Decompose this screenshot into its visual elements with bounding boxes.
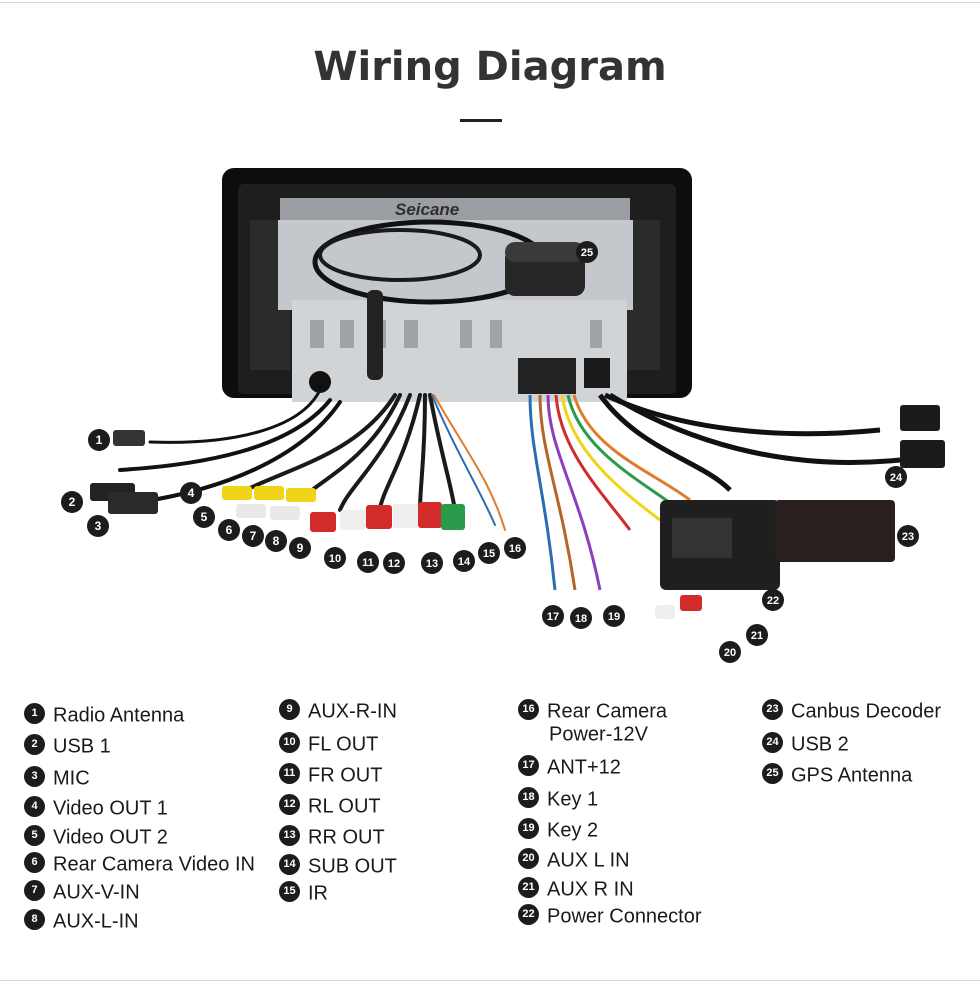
wiring-illustration: Seicane [61, 168, 945, 663]
callouts: 1 2 3 4 5 6 7 8 9 10 11 12 13 14 15 16 1… [61, 241, 919, 663]
left-connectors [90, 430, 465, 532]
svg-text:24: 24 [890, 472, 903, 484]
top-divider [0, 2, 980, 3]
svg-text:8: 8 [273, 534, 280, 548]
svg-text:18: 18 [575, 613, 587, 625]
svg-text:10: 10 [329, 553, 341, 565]
svg-text:7: 7 [250, 529, 257, 543]
svg-text:6: 6 [226, 523, 233, 537]
title-underline [460, 119, 502, 122]
svg-text:22: 22 [767, 595, 779, 607]
head-unit: Seicane [222, 168, 692, 402]
svg-text:12: 12 [388, 558, 400, 570]
svg-text:9: 9 [297, 541, 304, 555]
svg-text:3: 3 [95, 519, 102, 533]
svg-text:1: 1 [96, 433, 103, 447]
page-title: Wiring Diagram [313, 44, 667, 90]
svg-text:25: 25 [581, 247, 593, 259]
svg-text:19: 19 [608, 611, 620, 623]
svg-text:16: 16 [509, 543, 521, 555]
legend-item-continuation: Power-12V [549, 723, 648, 746]
svg-text:17: 17 [547, 611, 559, 623]
svg-text:14: 14 [458, 556, 471, 568]
svg-text:13: 13 [426, 558, 438, 570]
svg-text:4: 4 [188, 486, 195, 500]
svg-text:2: 2 [69, 495, 76, 509]
bottom-divider [0, 980, 980, 981]
usb2-plug [900, 405, 945, 468]
svg-text:21: 21 [751, 630, 763, 642]
power-connector [655, 500, 780, 619]
brand-logo: Seicane [395, 200, 459, 219]
svg-text:23: 23 [902, 531, 914, 543]
gps-antenna [312, 219, 585, 305]
svg-text:15: 15 [483, 548, 495, 560]
canbus-decoder [775, 500, 895, 562]
wifi-antenna [367, 290, 383, 380]
svg-text:5: 5 [201, 510, 208, 524]
svg-text:20: 20 [724, 647, 736, 659]
center-harness [528, 392, 901, 591]
svg-text:11: 11 [362, 557, 374, 569]
